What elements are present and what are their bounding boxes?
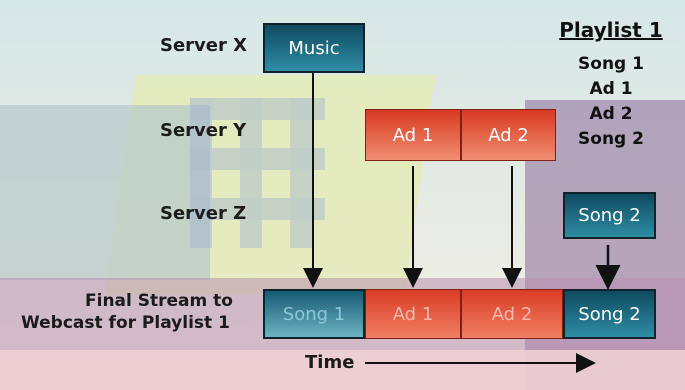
background-grid: [190, 98, 325, 248]
playlist-item: Ad 2: [589, 104, 633, 124]
final-stream-label-line1: Final Stream to: [85, 291, 233, 311]
playlist-panel: Playlist 1 Song 1 Ad 1 Ad 2 Song 2: [546, 18, 676, 152]
ad2-box: Ad 2: [461, 109, 556, 161]
playlist-item: Song 1: [578, 54, 644, 74]
music-box: Music: [263, 23, 365, 73]
final-song1-box: Song 1: [263, 289, 365, 339]
server-y-label: Server Y: [160, 120, 247, 141]
ad1-box: Ad 1: [365, 109, 461, 161]
time-label: Time: [305, 352, 355, 373]
final-song2-box: Song 2: [563, 289, 656, 339]
song2-server-box: Song 2: [563, 192, 656, 239]
playlist-item: Song 2: [578, 129, 644, 149]
final-ad1-box: Ad 1: [365, 289, 461, 339]
playlist-title: Playlist 1: [559, 18, 663, 42]
server-x-label: Server X: [160, 35, 248, 56]
server-z-label: Server Z: [160, 203, 247, 224]
final-stream-label-line2: Webcast for Playlist 1: [21, 313, 230, 333]
background-shape-left: [0, 105, 210, 280]
final-ad2-box: Ad 2: [461, 289, 563, 339]
playlist-item: Ad 1: [589, 79, 633, 99]
background-band-time: [0, 350, 685, 390]
